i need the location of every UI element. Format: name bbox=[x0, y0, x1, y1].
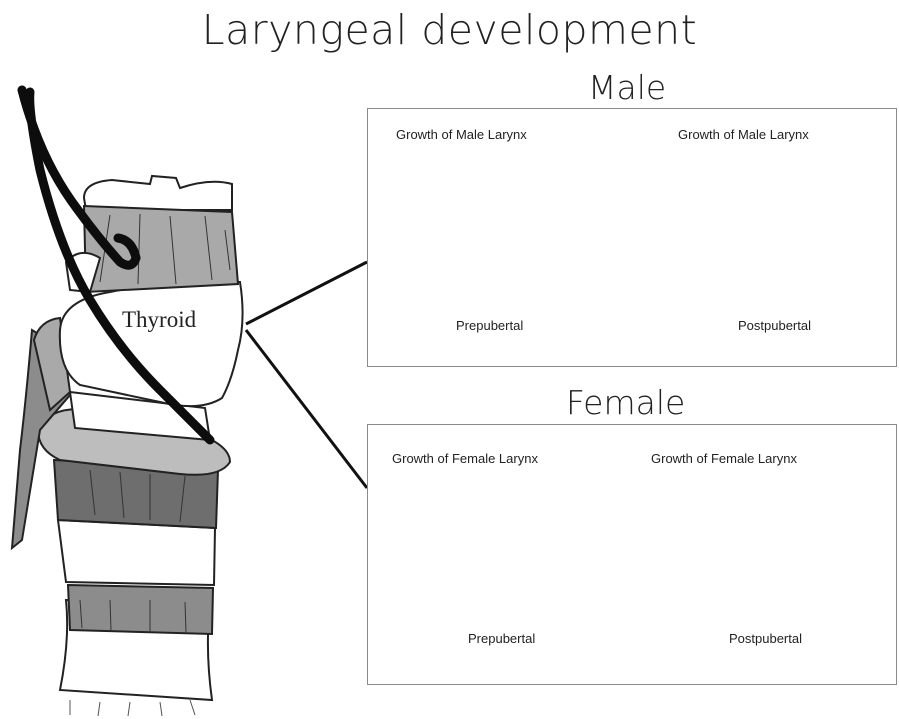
connector-lines bbox=[246, 262, 367, 488]
trachea bbox=[54, 460, 218, 716]
male-heading: Male bbox=[588, 68, 666, 107]
male-panel bbox=[367, 108, 897, 367]
female-heading: Female bbox=[566, 383, 685, 422]
page-title: Laryngeal development bbox=[0, 6, 899, 54]
male-right-caption: Growth of Male Larynx bbox=[678, 127, 809, 142]
thyroid-label: Thyroid bbox=[122, 307, 196, 333]
female-right-stage: Postpubertal bbox=[729, 631, 802, 646]
female-left-stage: Prepubertal bbox=[468, 631, 535, 646]
male-left-caption: Growth of Male Larynx bbox=[396, 127, 527, 142]
female-right-caption: Growth of Female Larynx bbox=[651, 451, 797, 466]
male-right-stage: Postpubertal bbox=[738, 318, 811, 333]
female-left-caption: Growth of Female Larynx bbox=[392, 451, 538, 466]
male-left-stage: Prepubertal bbox=[456, 318, 523, 333]
